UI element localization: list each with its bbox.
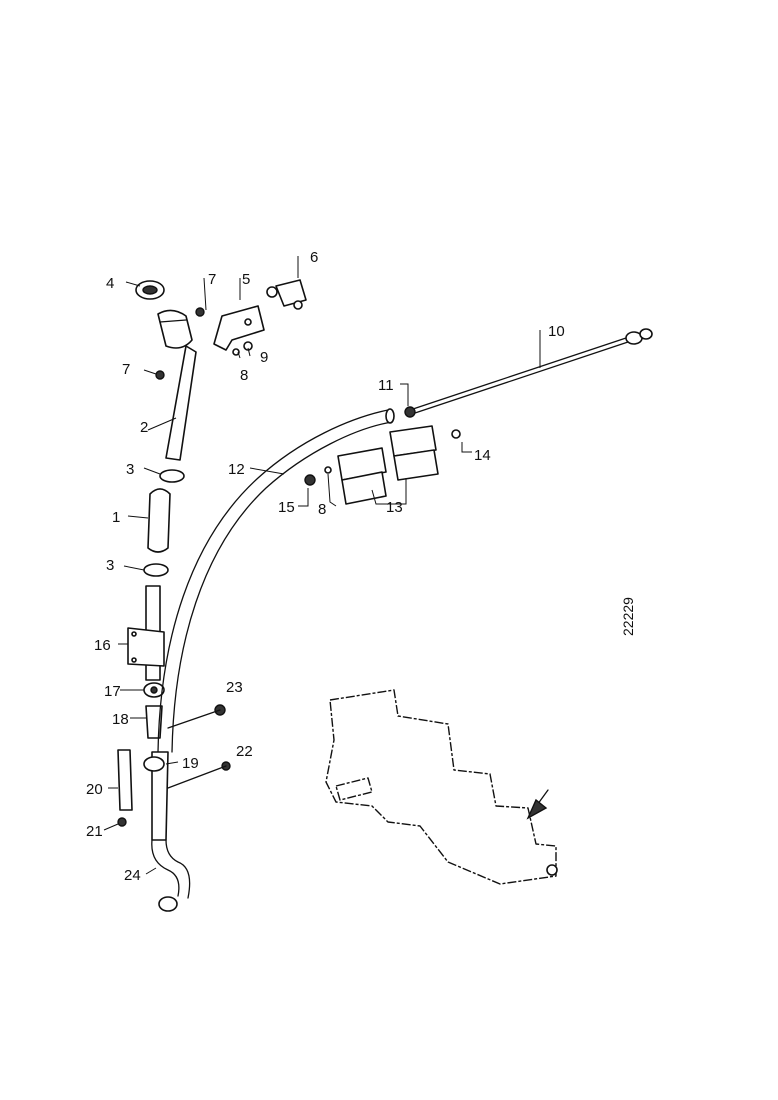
callout-13: 13 — [386, 499, 403, 516]
clamp-part-19 — [143, 756, 165, 772]
cable-part-10 — [409, 328, 653, 415]
location-arrow-icon — [526, 789, 549, 820]
engine-location-inset — [325, 689, 558, 885]
callout-2: 2 — [140, 419, 148, 436]
callout-3-lower: 3 — [106, 557, 114, 574]
callout-8-upper: 8 — [240, 367, 248, 384]
callout-4: 4 — [106, 275, 114, 292]
callout-5: 5 — [242, 271, 250, 288]
callout-21: 21 — [86, 823, 103, 840]
callout-17: 17 — [104, 683, 121, 700]
callout-19: 19 — [182, 755, 199, 772]
pipe-part-12 — [157, 408, 395, 753]
callout-6: 6 — [310, 249, 318, 266]
bracket-part-5 — [213, 305, 265, 351]
screw-part-7-upper — [195, 307, 205, 317]
filler-cap-part-4 — [135, 280, 165, 300]
callout-15: 15 — [278, 499, 295, 516]
callout-12: 12 — [228, 461, 245, 478]
leader-lines — [103, 256, 541, 875]
callout-7-lower: 7 — [122, 361, 130, 378]
callout-24: 24 — [124, 867, 141, 884]
bolt-part-21 — [117, 817, 127, 827]
washer-part-8-lower — [324, 466, 332, 474]
callout-22: 22 — [236, 743, 253, 760]
bolt-part-22 — [167, 761, 231, 789]
callout-1: 1 — [112, 509, 120, 526]
bracket-part-16 — [127, 627, 165, 667]
pipe-elbow-part-24 — [151, 839, 191, 912]
callout-23: 23 — [226, 679, 243, 696]
screw-part-7-lower — [155, 370, 165, 380]
callout-11: 11 — [378, 377, 394, 394]
callout-9: 9 — [260, 349, 268, 366]
hose-part-1 — [147, 488, 171, 553]
bolt-part-14 — [451, 429, 461, 439]
bracket-part-20 — [117, 749, 133, 811]
nut-part-11 — [404, 406, 416, 418]
callout-3-upper: 3 — [126, 461, 134, 478]
callout-18: 18 — [112, 711, 129, 728]
callout-16: 16 — [94, 637, 111, 654]
hose-clamp-part-3-lower — [143, 563, 169, 577]
coupling-part-18 — [145, 705, 163, 739]
callout-7-upper: 7 — [208, 271, 216, 288]
washer-part-8-upper — [232, 348, 240, 356]
bolt-part-23 — [167, 704, 226, 729]
nut-part-15 — [304, 474, 316, 486]
clamp-part-6 — [266, 279, 307, 310]
callout-8-lower: 8 — [318, 501, 326, 518]
filler-neck-head — [157, 309, 193, 349]
bracket-part-13 — [337, 425, 439, 505]
callout-labels: 4 7 5 6 7 8 9 2 3 1 3 16 17 18 19 20 21 … — [86, 249, 565, 884]
figure-reference-id: 22229 — [620, 597, 636, 636]
callout-14: 14 — [474, 447, 491, 464]
filler-tube-part-2 — [165, 345, 197, 461]
hose-clamp-part-3-upper — [159, 469, 185, 483]
callout-20: 20 — [86, 781, 103, 798]
callout-10: 10 — [548, 323, 565, 340]
